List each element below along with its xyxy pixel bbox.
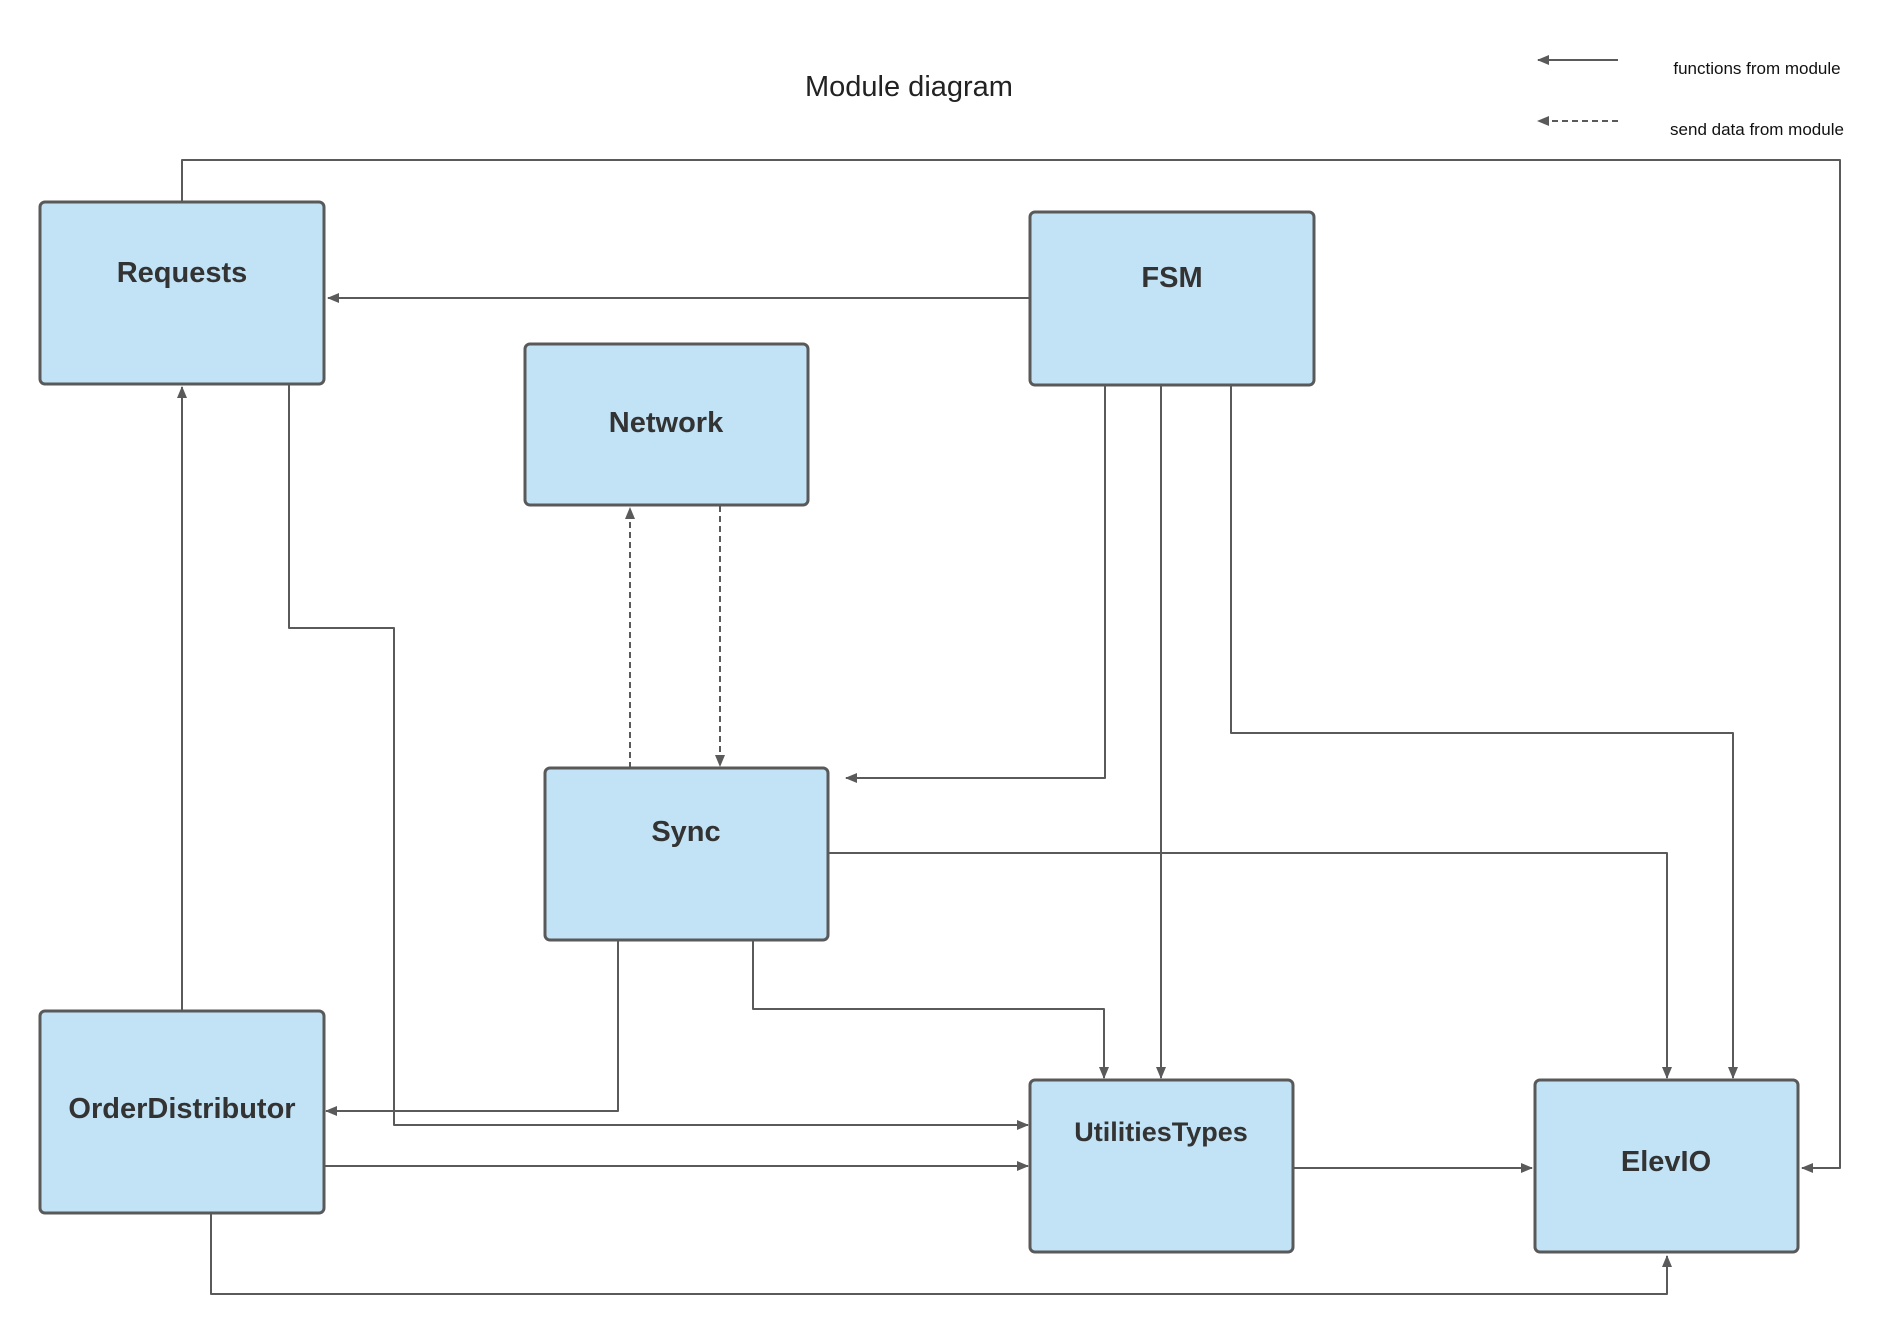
- node-utilitiestypes[interactable]: UtilitiesTypes: [1028, 1078, 1295, 1254]
- node-sync-box[interactable]: [543, 766, 830, 942]
- node-network-box[interactable]: [523, 342, 810, 507]
- node-requests-box[interactable]: [38, 200, 326, 386]
- node-sync[interactable]: Sync: [543, 766, 830, 942]
- node-elevio-box[interactable]: [1533, 1078, 1800, 1254]
- edge-requests-to-utilitiestypes: [288, 385, 1029, 1130]
- legend-label-dashed: send data from module: [1670, 120, 1844, 139]
- node-orderdistributor-box[interactable]: [38, 1009, 326, 1215]
- legend: functions from module send data from mod…: [1537, 55, 1844, 139]
- nodes: Requests FSM Network Sync OrderDistribut…: [38, 200, 1800, 1254]
- node-fsm-label: FSM: [1141, 262, 1202, 294]
- node-network[interactable]: Network: [523, 342, 810, 507]
- node-sync-label: Sync: [651, 816, 720, 848]
- edge-sync-to-elevio: [829, 852, 1672, 1079]
- edges: [177, 159, 1841, 1295]
- legend-item-dashed: send data from module: [1537, 116, 1844, 139]
- node-fsm-box[interactable]: [1028, 210, 1316, 387]
- node-requests-label: Requests: [117, 257, 248, 289]
- edge-fsm-to-sync: [845, 385, 1106, 783]
- edge-requests-to-elevio: [181, 159, 1841, 1173]
- node-network-label: Network: [609, 407, 724, 439]
- edge-orderdistributor-to-elevio: [210, 1213, 1672, 1295]
- node-orderdistributor-label: OrderDistributor: [68, 1093, 295, 1125]
- edge-sync-to-orderdistributor: [325, 940, 619, 1116]
- node-utilitiestypes-label: UtilitiesTypes: [1074, 1117, 1248, 1147]
- legend-label-solid: functions from module: [1673, 59, 1840, 78]
- diagram-title: Module diagram: [805, 71, 1013, 103]
- edge-sync-to-utilitiestypes: [752, 940, 1109, 1079]
- node-elevio-label: ElevIO: [1621, 1146, 1711, 1178]
- node-requests[interactable]: Requests: [38, 200, 326, 386]
- edge-fsm-to-elevio: [1230, 385, 1738, 1079]
- node-utilitiestypes-box[interactable]: [1028, 1078, 1295, 1254]
- legend-item-solid: functions from module: [1537, 55, 1841, 78]
- node-fsm[interactable]: FSM: [1028, 210, 1316, 387]
- node-orderdistributor[interactable]: OrderDistributor: [38, 1009, 326, 1215]
- node-elevio[interactable]: ElevIO: [1533, 1078, 1800, 1254]
